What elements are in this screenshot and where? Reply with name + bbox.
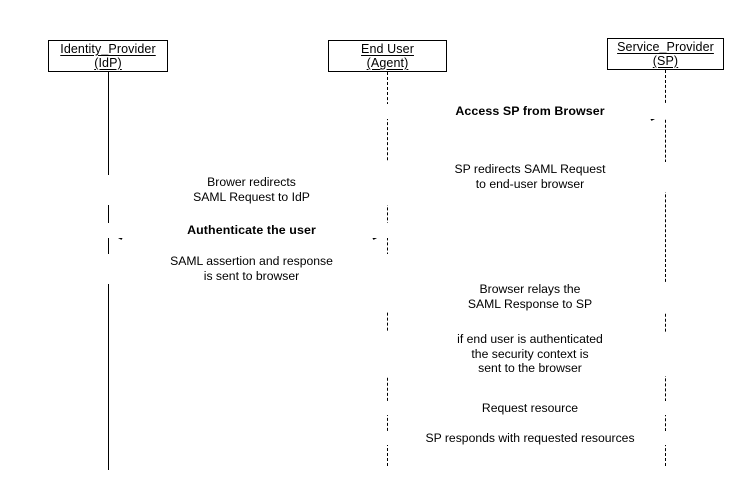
message-label-m4: Authenticate the user xyxy=(77,222,426,238)
message-label-line: SP redirects SAML Request xyxy=(454,162,606,177)
message-label-line: SAML assertion and response xyxy=(170,254,333,269)
participant-abbr-enduser: (Agent) xyxy=(366,56,409,70)
participant-box-enduser[interactable]: End User(Agent) xyxy=(328,40,447,72)
message-label-m9: SP responds with requested resources xyxy=(356,430,704,446)
message-label-line: Brower redirects xyxy=(207,175,296,190)
message-label-line: the security context is xyxy=(471,346,589,361)
participant-abbr-sp: (SP) xyxy=(652,54,679,68)
lifeline-sp xyxy=(665,70,666,466)
participant-name-enduser: End User xyxy=(361,42,414,56)
message-label-line: SAML Response to SP xyxy=(467,297,593,311)
message-label-line: SP responds with requested resources xyxy=(425,430,635,445)
participant-name-sp: Service_Provider xyxy=(617,40,714,54)
message-label-line: to end-user browser xyxy=(475,177,585,191)
message-label-line: sent to the browser xyxy=(478,361,582,376)
message-label-line: Access SP from Browser xyxy=(455,103,605,118)
participant-box-idp[interactable]: Identity_Provider(IdP) xyxy=(48,40,168,72)
message-label-m1: Access SP from Browser xyxy=(356,103,704,119)
participant-name-idp: Identity_Provider xyxy=(60,42,156,56)
message-label-line: Authenticate the user xyxy=(187,222,316,237)
message-label-line: is sent to browser xyxy=(203,269,300,283)
message-label-line: SAML Request to IdP xyxy=(193,190,310,204)
participant-box-sp[interactable]: Service_Provider(SP) xyxy=(607,38,724,70)
message-label-line: Request resource xyxy=(481,400,579,415)
message-label-line: if end user is authenticated xyxy=(457,331,603,346)
participant-abbr-idp: (IdP) xyxy=(94,56,122,70)
message-label-line: Browser relays the xyxy=(479,282,581,297)
message-label-m8: Request resource xyxy=(356,400,704,416)
